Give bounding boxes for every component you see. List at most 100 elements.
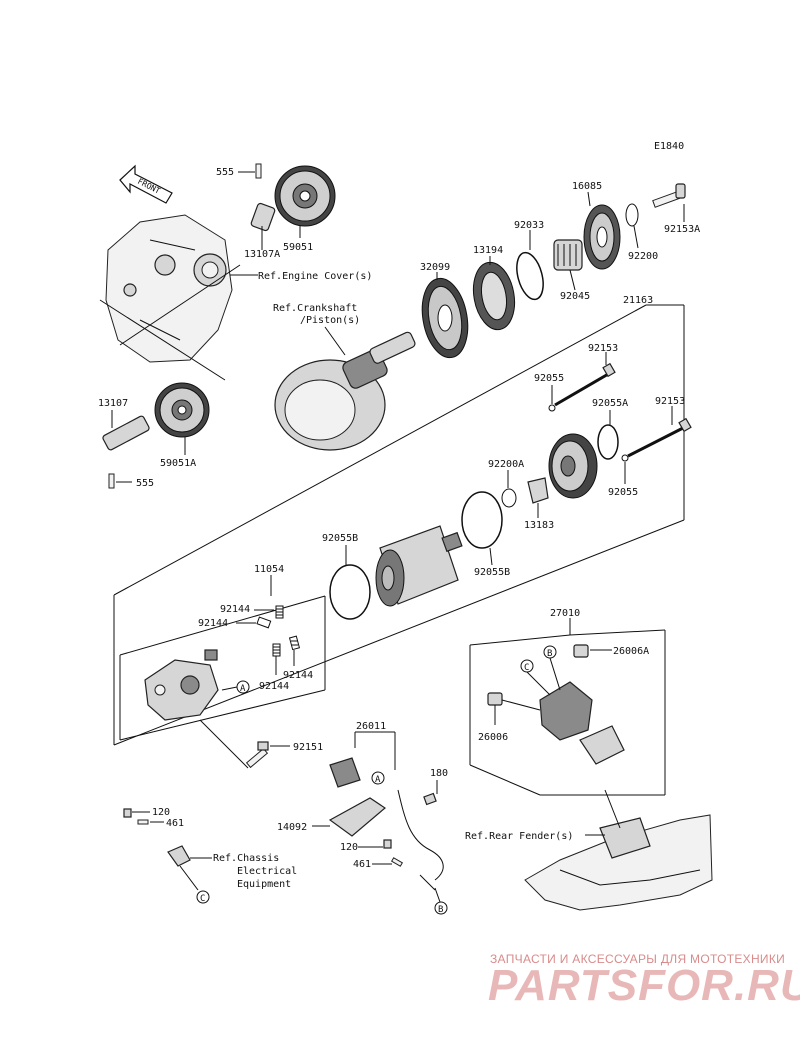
label-13194: 13194 bbox=[473, 245, 503, 256]
oring-92055B-b bbox=[461, 491, 503, 549]
label-461-b: 461 bbox=[353, 859, 371, 870]
label-92153-a: 92153 bbox=[588, 343, 618, 354]
starter-motor bbox=[375, 525, 463, 607]
callout-a-1-label: A bbox=[240, 684, 246, 694]
label-92055-b: 92055 bbox=[608, 487, 638, 498]
label-ref-chassis-1: Ref.Chassis bbox=[213, 853, 279, 864]
bolt-92153-a bbox=[554, 362, 616, 407]
label-92055B-a: 92055B bbox=[322, 533, 358, 544]
label-120-b: 120 bbox=[340, 842, 358, 853]
spring-92144-c bbox=[272, 643, 281, 657]
pin-555-top bbox=[255, 163, 262, 179]
callout-b-2-label: B bbox=[438, 905, 443, 915]
oring-92055A bbox=[597, 424, 619, 460]
label-92055B-b: 92055B bbox=[474, 567, 510, 578]
watermark-line1: ЗАПЧАСТИ И АКСЕССУАРЫ ДЛЯ МОТОТЕХНИКИ bbox=[490, 952, 785, 966]
label-59051: 59051 bbox=[283, 242, 313, 253]
label-ref-engine-cover: Ref.Engine Cover(s) bbox=[258, 271, 372, 282]
clutch-13194 bbox=[472, 261, 516, 331]
label-92055-a: 92055 bbox=[534, 373, 564, 384]
label-26011: 26011 bbox=[356, 721, 386, 732]
bolt-92153A bbox=[652, 183, 686, 208]
cover-14092 bbox=[328, 797, 386, 837]
spring-92144-d bbox=[288, 635, 301, 651]
gear-59051 bbox=[274, 165, 336, 227]
brush-holder bbox=[144, 649, 219, 721]
label-461-a: 461 bbox=[166, 818, 184, 829]
label-92144-b: 92144 bbox=[198, 618, 228, 629]
crankshaft bbox=[274, 331, 416, 451]
label-32099: 32099 bbox=[420, 262, 450, 273]
washer-92200 bbox=[625, 203, 639, 227]
oring-92055B-a bbox=[329, 564, 371, 620]
label-92144-d: 92144 bbox=[283, 670, 313, 681]
watermark-line2: PARTSFOR.RU bbox=[488, 961, 800, 1010]
gear-16085 bbox=[583, 204, 621, 270]
label-16085: 16085 bbox=[572, 181, 602, 192]
bolt-92153-b bbox=[627, 417, 692, 458]
bolt-92151 bbox=[245, 741, 269, 769]
clamp-461-b bbox=[390, 857, 404, 867]
screw-120-b bbox=[383, 839, 392, 849]
callout-b-2 bbox=[434, 901, 448, 915]
shaft-13107A bbox=[250, 202, 276, 232]
diagram-code: E1840 bbox=[654, 141, 684, 152]
oring-92055-a bbox=[548, 404, 556, 412]
label-ref-crankshaft-1: Ref.Crankshaft bbox=[273, 303, 357, 314]
spring-92144-b bbox=[256, 616, 272, 629]
label-21163: 21163 bbox=[623, 295, 653, 306]
label-59051A: 59051A bbox=[160, 458, 196, 469]
callout-a-2 bbox=[371, 771, 385, 785]
label-92200: 92200 bbox=[628, 251, 658, 262]
rear-fender bbox=[524, 814, 713, 911]
label-92033: 92033 bbox=[514, 220, 544, 231]
label-92055A: 92055A bbox=[592, 398, 628, 409]
gear-59051A bbox=[154, 382, 210, 438]
fuse-26006 bbox=[487, 692, 503, 706]
label-92144-c: 92144 bbox=[259, 681, 289, 692]
spring-92144-a bbox=[275, 605, 284, 619]
label-92045: 92045 bbox=[560, 291, 590, 302]
label-ref-rear-fender: Ref.Rear Fender(s) bbox=[465, 831, 573, 842]
pin-555-bottom bbox=[108, 473, 115, 489]
screw-120-a bbox=[123, 808, 132, 818]
callout-c-2-label: C bbox=[200, 894, 205, 904]
gear-32099 bbox=[421, 277, 469, 359]
label-92153A: 92153A bbox=[664, 224, 700, 235]
label-92153-b: 92153 bbox=[655, 396, 685, 407]
front-arrow-icon: FRONT bbox=[119, 164, 173, 204]
starter-end-cover bbox=[548, 433, 598, 499]
label-13107A: 13107A bbox=[244, 249, 280, 260]
callout-c-1-label: C bbox=[524, 663, 529, 673]
callout-c-2 bbox=[196, 890, 210, 904]
label-555-bottom: 555 bbox=[136, 478, 154, 489]
label-13107: 13107 bbox=[98, 398, 128, 409]
oring-92055-b bbox=[621, 454, 629, 462]
label-ref-chassis-2: Electrical bbox=[237, 866, 297, 877]
clamp-461-a bbox=[137, 819, 149, 825]
harness-26011 bbox=[329, 757, 444, 881]
label-ref-chassis-3: Equipment bbox=[237, 879, 291, 890]
label-13183: 13183 bbox=[524, 520, 554, 531]
callout-b-1-label: B bbox=[547, 649, 552, 659]
engine-cover bbox=[105, 214, 233, 363]
label-92144-a: 92144 bbox=[220, 604, 250, 615]
label-180: 180 bbox=[430, 768, 448, 779]
label-14092: 14092 bbox=[277, 822, 307, 833]
fuse-26006A bbox=[573, 644, 589, 658]
label-120-a: 120 bbox=[152, 807, 170, 818]
screw-180 bbox=[423, 792, 437, 806]
plate-13183 bbox=[527, 477, 549, 504]
label-92200A: 92200A bbox=[488, 459, 524, 470]
washer-92200A bbox=[501, 488, 517, 508]
bearing-92045 bbox=[553, 239, 583, 271]
label-26006: 26006 bbox=[478, 732, 508, 743]
starter-relay bbox=[539, 681, 625, 765]
circlip-92033 bbox=[516, 251, 544, 301]
shaft-13107 bbox=[102, 415, 150, 451]
label-26006A: 26006A bbox=[613, 646, 649, 657]
label-11054: 11054 bbox=[254, 564, 284, 575]
label-ref-crankshaft-2: /Piston(s) bbox=[300, 315, 360, 326]
label-27010: 27010 bbox=[550, 608, 580, 619]
